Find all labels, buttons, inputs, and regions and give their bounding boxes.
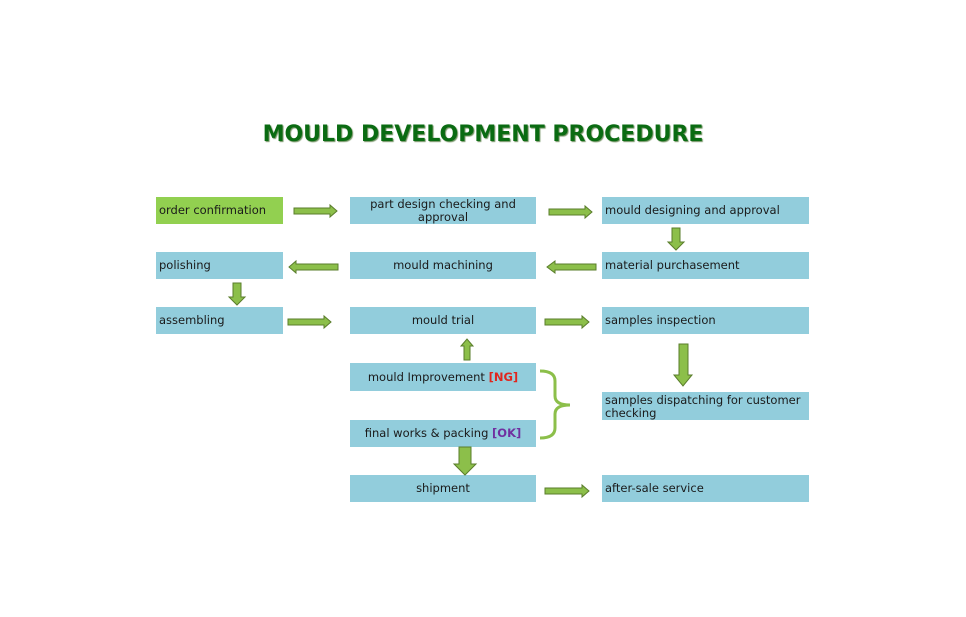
arrow-right-icon: [287, 314, 332, 330]
step-label: mould Improvement: [367, 369, 485, 384]
step-part-design: part design checking and approval: [350, 197, 536, 224]
step-samples-inspection: samples inspection: [602, 307, 809, 334]
arrow-left-icon: [546, 260, 597, 274]
step-material-purchasement: material purchasement: [602, 252, 809, 279]
step-label: material purchasement: [605, 258, 740, 272]
step-label: mould machining: [393, 258, 493, 272]
step-samples-dispatching: samples dispatching for customer checkin…: [602, 392, 809, 420]
step-mould-trial: mould trial: [350, 307, 536, 334]
arrow-down-icon: [452, 446, 478, 476]
step-label: shipment: [416, 481, 470, 495]
step-label: mould trial: [411, 313, 475, 327]
step-shipment: shipment: [350, 475, 536, 502]
diagram-title: MOULD DEVELOPMENT PROCEDURE: [262, 122, 704, 147]
step-label: part design checking and approval: [370, 196, 516, 224]
step-label: order confirmation: [159, 203, 267, 217]
arrow-down-icon: [227, 282, 247, 306]
step-polishing: polishing: [156, 252, 283, 279]
arrow-right-icon: [544, 314, 590, 330]
step-order-confirmation: order confirmation: [156, 197, 283, 224]
step-mould-design: mould designing and approval: [602, 197, 809, 224]
ng-tag: [NG]: [488, 369, 519, 384]
step-label: final works & packing: [364, 426, 489, 440]
arrow-left-icon: [288, 259, 339, 275]
arrow-right-icon: [544, 483, 590, 499]
step-mould-machining: mould machining: [350, 252, 536, 279]
arrow-up-icon: [459, 338, 475, 361]
step-label: mould designing and approval: [605, 203, 780, 217]
step-assembling: assembling: [156, 307, 283, 334]
step-after-sale: after-sale service: [602, 475, 809, 502]
arrow-right-icon: [548, 204, 593, 220]
ok-tag: [OK]: [492, 426, 522, 440]
arrow-right-icon: [293, 203, 338, 219]
step-mould-improvement: mould Improvement [NG]: [350, 363, 536, 391]
arrow-down-icon: [672, 343, 694, 387]
step-label: after-sale service: [605, 481, 704, 495]
step-label: polishing: [159, 258, 211, 272]
bracket-icon: [539, 369, 571, 440]
step-label: samples inspection: [605, 313, 716, 327]
step-label: samples dispatching for customer checkin…: [605, 393, 801, 420]
arrow-down-icon: [666, 227, 686, 251]
step-final-works: final works & packing [OK]: [350, 420, 536, 447]
step-label: assembling: [159, 313, 225, 327]
